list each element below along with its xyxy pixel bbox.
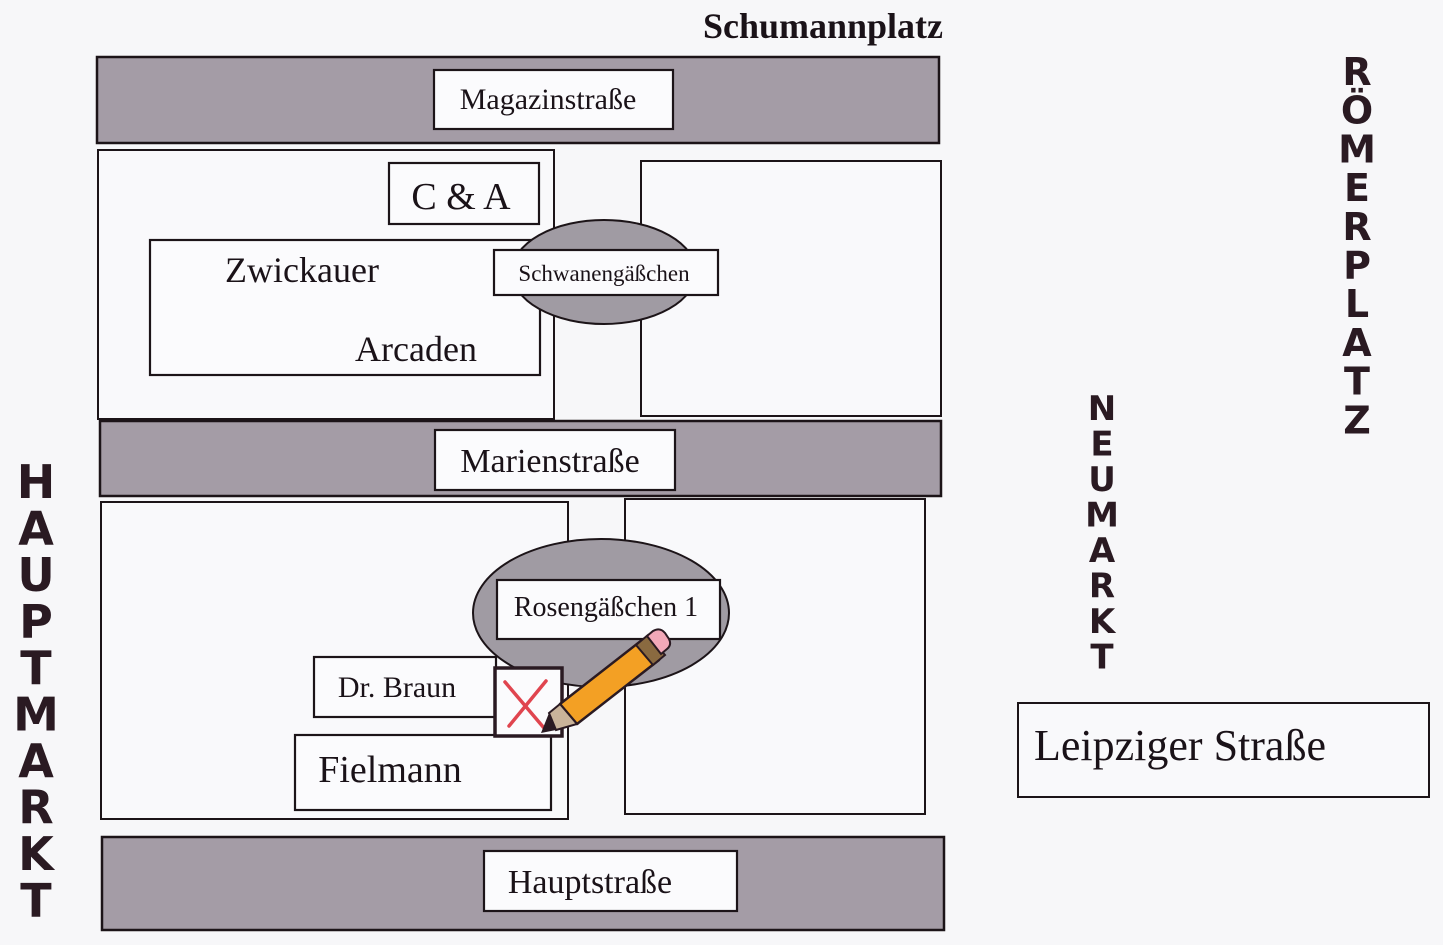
place-letter: Ö — [1341, 89, 1373, 133]
alley-schwanengaesschen: Schwanengäßchen — [492, 219, 720, 325]
place-letter: P — [19, 595, 53, 649]
place-letter: H — [17, 455, 56, 509]
building-zwickauer-arcaden: Zwickauer Arcaden — [148, 238, 542, 377]
place-letter: U — [17, 548, 54, 602]
place-label-schumannplatz: Schumannplatz — [703, 6, 943, 46]
building-label-arcaden: Arcaden — [355, 329, 477, 369]
place-letter: U — [1088, 460, 1116, 500]
building-label-zwickauer: Zwickauer — [225, 250, 379, 290]
alley-rosengaesschen: Rosengäßchen 1 — [472, 538, 730, 688]
place-letter: A — [18, 502, 54, 556]
road-magazinstrasse: Magazinstraße — [95, 55, 941, 145]
place-letter: R — [1089, 567, 1115, 607]
road-marienstrasse: Marienstraße — [98, 419, 943, 498]
place-letter: M — [13, 688, 59, 742]
place-letter: T — [1344, 360, 1370, 404]
pencil-icon — [541, 628, 672, 733]
place-letter: A — [18, 734, 54, 788]
destination-marker — [493, 628, 672, 738]
place-letter: M — [1085, 496, 1119, 536]
street-label-schwanengaesschen: Schwanengäßchen — [518, 261, 690, 286]
road-hauptstrasse: Hauptstraße — [100, 835, 946, 932]
place-letter: R — [1342, 50, 1371, 94]
place-letter: T — [1090, 638, 1114, 678]
street-label-hauptstrasse: Hauptstraße — [508, 864, 672, 901]
street-leipziger-strasse: Leipziger Straße — [1017, 702, 1430, 798]
place-letter: N — [1088, 389, 1116, 429]
place-letter: M — [1338, 127, 1376, 171]
place-letter: T — [20, 641, 52, 695]
place-letter: E — [1344, 166, 1370, 210]
place-letter: A — [1342, 321, 1372, 365]
place-letter: L — [1345, 282, 1369, 326]
street-label-rosengaesschen: Rosengäßchen 1 — [514, 592, 698, 623]
place-letter: K — [1089, 602, 1117, 642]
place-letter: R — [1342, 205, 1371, 249]
place-letter: T — [20, 874, 52, 928]
place-letter: P — [1343, 244, 1371, 288]
building-label-fielmann: Fielmann — [318, 749, 462, 791]
place-letter: E — [1090, 425, 1113, 465]
place-letter: R — [18, 781, 53, 835]
building-label-c-und-a: C & A — [411, 176, 511, 218]
place-letter: K — [18, 827, 56, 881]
place-letter: Z — [1343, 398, 1371, 442]
building-c-und-a: C & A — [387, 161, 541, 226]
place-letter: A — [1089, 531, 1116, 571]
street-label-leipziger-strasse: Leipziger Straße — [1034, 721, 1326, 770]
building-dr-braun: Dr. Braun — [312, 655, 498, 719]
cross-icon — [503, 679, 548, 730]
building-fielmann: Fielmann — [293, 733, 553, 812]
building-label-dr-braun: Dr. Braun — [338, 671, 456, 704]
street-label-magazinstrasse: Magazinstraße — [460, 83, 637, 116]
street-label-marienstrasse: Marienstraße — [460, 443, 639, 480]
